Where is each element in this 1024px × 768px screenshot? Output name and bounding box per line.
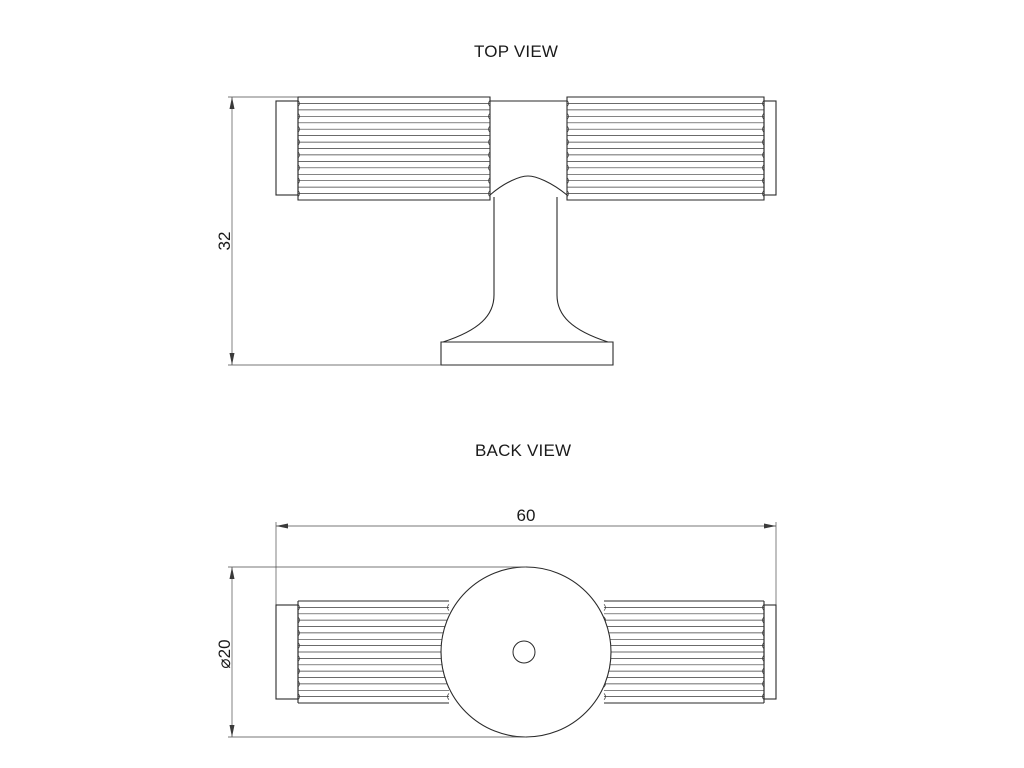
grip-flute-notch (603, 693, 606, 701)
back-view: 60 ⌀20 (215, 506, 777, 738)
grip-flute-notch (566, 99, 569, 107)
grip-flute-notch (297, 151, 300, 159)
diameter-symbol: ⌀ (215, 658, 234, 668)
top-right-end-cap (763, 100, 777, 196)
top-view: 32 (215, 96, 777, 366)
back-right-end-cap (763, 604, 777, 700)
grip-flute-notch (566, 177, 569, 185)
grip-flute-notch (488, 151, 491, 159)
grip-flute-notch (297, 629, 300, 637)
dim-60-arrow-left (276, 523, 288, 529)
dim-20-arrow-bottom (229, 725, 235, 737)
back-left-grip-ridges (297, 603, 450, 701)
top-stem (442, 197, 609, 343)
grip-flute-notch (297, 125, 300, 133)
top-base (440, 341, 614, 366)
grip-flute-notch (297, 112, 300, 120)
grip-flute-notch (566, 151, 569, 159)
grip-flute-notch (488, 164, 491, 172)
back-right-grip-ridges (603, 603, 765, 701)
dim-60-label: 60 (517, 506, 536, 525)
grip-flute-notch (488, 177, 491, 185)
top-left-grip-ridges (297, 99, 491, 198)
dim-60-arrow-right (764, 523, 776, 529)
grip-flute-notch (566, 112, 569, 120)
dim-32-arrow-bottom (229, 353, 235, 365)
top-view-title: TOP VIEW (474, 42, 559, 61)
grip-flute-notch (488, 99, 491, 107)
grip-flute-notch (297, 177, 300, 185)
back-screw-hole (512, 640, 536, 664)
grip-flute-notch (566, 138, 569, 146)
grip-flute-notch (566, 190, 569, 198)
grip-flute-notch (297, 138, 300, 146)
dim-32-label: 32 (215, 232, 234, 251)
grip-flute-notch (297, 667, 300, 675)
grip-flute-notch (297, 680, 300, 688)
top-center-connector (489, 100, 568, 196)
grip-flute-notch (603, 603, 606, 611)
dim-20-label: ⌀20 (215, 639, 234, 668)
top-left-grip-outline (297, 96, 491, 201)
dim-20-arrow-top (229, 567, 235, 579)
grip-flute-notch (488, 138, 491, 146)
back-left-end-cap (275, 604, 299, 700)
grip-flute-notch (447, 693, 450, 701)
grip-flute-notch (488, 125, 491, 133)
dim-20-value: 20 (215, 639, 234, 658)
grip-flute-notch (297, 654, 300, 662)
grip-flute-notch (297, 642, 300, 650)
grip-flute-notch (297, 603, 300, 611)
grip-flute-notch (488, 190, 491, 198)
back-view-title: BACK VIEW (475, 441, 572, 460)
grip-flute-notch (297, 616, 300, 624)
grip-flute-notch (297, 693, 300, 701)
grip-flute-notch (297, 99, 300, 107)
grip-flute-notch (297, 190, 300, 198)
top-right-grip-outline (566, 96, 765, 201)
grip-flute-notch (488, 112, 491, 120)
grip-flute-notch (566, 125, 569, 133)
top-left-end-cap (275, 100, 299, 196)
top-right-grip-ridges (566, 99, 765, 198)
dim-32-arrow-top (229, 97, 235, 109)
grip-flute-notch (297, 164, 300, 172)
grip-flute-notch (566, 164, 569, 172)
grip-flute-notch (447, 603, 450, 611)
